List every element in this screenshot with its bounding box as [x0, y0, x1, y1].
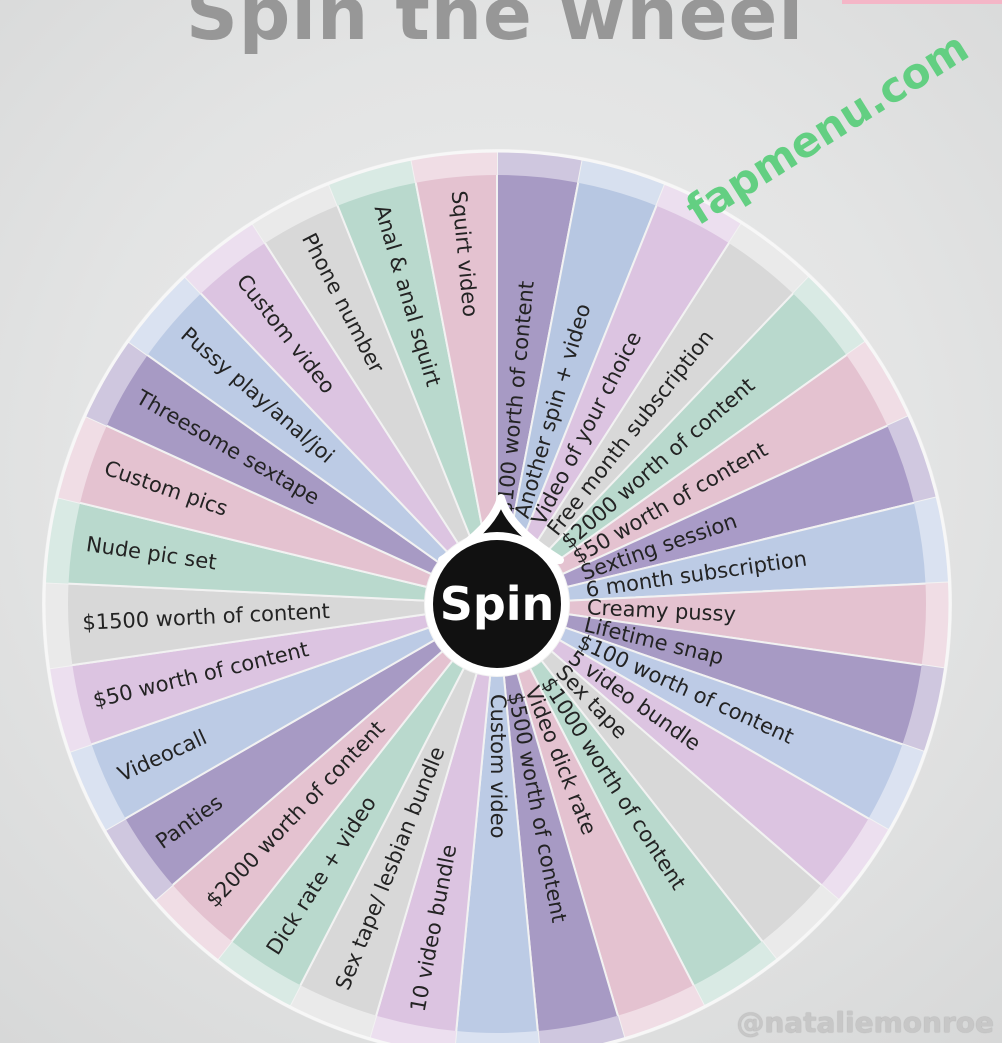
wheel-segment-rim: [868, 744, 926, 831]
wheel-segment-rim: [127, 276, 201, 356]
wheel-segment-rim: [43, 582, 73, 669]
wheel-outline: [42, 149, 952, 1043]
wheel-segment-rim: [84, 341, 148, 426]
wheel-segment-rim: [369, 1015, 457, 1043]
wheel-segment-rim: [902, 665, 946, 753]
wheel-segment-rim: [762, 884, 840, 961]
wheel-segment-rim: [104, 818, 173, 901]
wheel-segment-rim: [455, 1031, 539, 1043]
wheel-segment-rim: [56, 415, 107, 503]
wheel-segment-rim: [578, 159, 666, 206]
wheel-segment-rim: [693, 941, 778, 1007]
wheel-segment-rim: [497, 151, 583, 183]
user-watermark: @nataliemonroe: [736, 1006, 994, 1039]
wheel-segment-rim: [846, 341, 910, 426]
wheel-segment-rim: [154, 884, 232, 961]
wheel-segment-rim: [68, 744, 126, 831]
wheel-segment-rim: [48, 665, 92, 753]
wheel-segment-rim: [537, 1015, 625, 1043]
wheel-segment-rim: [793, 276, 867, 356]
page-title: Spin the wheel: [185, 0, 805, 56]
wheel-segment-rim: [411, 151, 497, 183]
spin-button-label: Spin: [440, 577, 555, 631]
wheel-segment-rim: [887, 415, 938, 503]
spin-button[interactable]: Spin: [425, 494, 569, 676]
wheel-segment-rim: [617, 985, 705, 1039]
wheel-segment-rim: [252, 183, 338, 244]
wheel-segment-rim: [184, 222, 266, 294]
wheel-segment-rim: [921, 582, 950, 669]
wheel-segment-rim: [328, 159, 416, 206]
wheel-segment-label: Custom video: [486, 694, 510, 839]
top-right-accent: [842, 0, 1002, 4]
wheel-segment-rim: [656, 183, 742, 244]
wheel-segment-rim: [216, 941, 301, 1007]
wheel-segment-rim: [821, 818, 890, 901]
wheel-segment-rim: [289, 985, 377, 1039]
wheel-segment-rim: [728, 222, 810, 294]
